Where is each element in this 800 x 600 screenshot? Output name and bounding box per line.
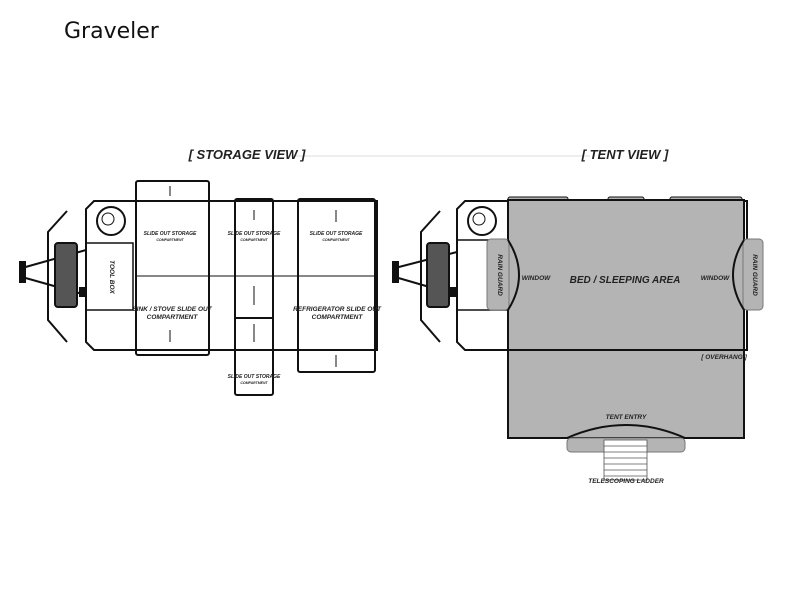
svg-text:RAIN GUARD: RAIN GUARD xyxy=(496,254,503,296)
svg-text:COMPARTMENT: COMPARTMENT xyxy=(147,314,199,321)
storage-view-heading: [ STORAGE VIEW ] xyxy=(188,147,306,162)
svg-text:COMPARTMENT: COMPARTMENT xyxy=(156,238,184,242)
svg-text:COMPARTMENT: COMPARTMENT xyxy=(322,238,350,242)
tent-labels: BED / SLEEPING AREA WINDOW WINDOW RAIN G… xyxy=(496,254,758,485)
spare-tire-icon xyxy=(426,242,450,308)
svg-text:COMPARTMENT: COMPARTMENT xyxy=(240,381,268,385)
tent-view xyxy=(392,196,764,481)
svg-text:SLIDE OUT STORAGE: SLIDE OUT STORAGE xyxy=(310,231,363,237)
svg-text:TOOL BOX: TOOL BOX xyxy=(108,260,115,294)
rain-guard-right xyxy=(742,238,764,311)
svg-text:SLIDE OUT STORAGE: SLIDE OUT STORAGE xyxy=(228,231,281,237)
svg-text:RAIN GUARD: RAIN GUARD xyxy=(751,254,758,296)
svg-text:WINDOW: WINDOW xyxy=(701,275,730,282)
svg-text:[ OVERHANG ]: [ OVERHANG ] xyxy=(700,354,747,361)
svg-text:COMPARTMENT: COMPARTMENT xyxy=(240,238,268,242)
telescoping-ladder xyxy=(603,439,648,481)
svg-text:SLIDE OUT STORAGE: SLIDE OUT STORAGE xyxy=(144,231,197,237)
bed-area xyxy=(507,199,745,439)
svg-text:REFRIGERATOR SLIDE OUT: REFRIGERATOR SLIDE OUT xyxy=(293,306,382,313)
storage-labels: SLIDE OUT STORAGE COMPARTMENT SLIDE OUT … xyxy=(108,231,382,385)
svg-text:TENT ENTRY: TENT ENTRY xyxy=(606,414,647,421)
svg-text:SINK / STOVE SLIDE OUT: SINK / STOVE SLIDE OUT xyxy=(132,306,212,313)
svg-text:BED / SLEEPING AREA: BED / SLEEPING AREA xyxy=(570,275,681,286)
svg-text:COMPARTMENT: COMPARTMENT xyxy=(312,314,364,321)
rain-guard-left xyxy=(486,238,510,311)
spare-tire-icon xyxy=(54,242,78,308)
svg-text:WINDOW: WINDOW xyxy=(522,275,551,282)
page-title: Graveler xyxy=(64,19,159,44)
storage-view xyxy=(19,180,378,396)
svg-text:TELESCOPING LADDER: TELESCOPING LADDER xyxy=(588,478,664,485)
tent-view-heading: [ TENT VIEW ] xyxy=(581,147,669,162)
svg-text:SLIDE OUT STORAGE: SLIDE OUT STORAGE xyxy=(228,374,281,380)
